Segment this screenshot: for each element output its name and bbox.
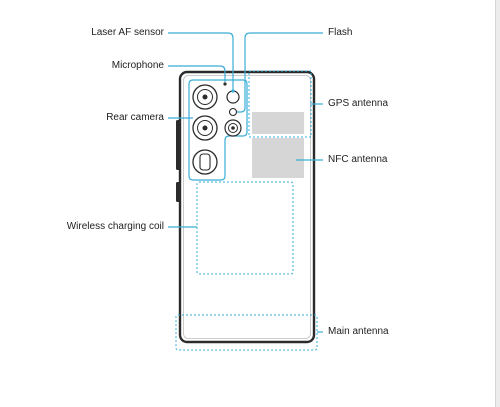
- microphone-leader: [168, 65, 226, 82]
- rear-camera-periscope: [192, 149, 218, 175]
- rear-camera-label: Rear camera: [106, 112, 164, 123]
- gps-antenna-label: GPS antenna: [328, 98, 389, 109]
- nfc-antenna-area: [252, 138, 304, 178]
- nfc-antenna-label: NFC antenna: [328, 154, 388, 165]
- flash-label: Flash: [328, 27, 353, 38]
- camera-bump-outline: [188, 79, 248, 181]
- laser-af-sensor-leader: [168, 32, 234, 91]
- microphone-icon: [223, 82, 227, 86]
- scrollbar[interactable]: [495, 0, 500, 407]
- laser-af-sensor-icon: [226, 90, 240, 104]
- wireless-charging-coil-label: Wireless charging coil: [66, 221, 164, 232]
- flash-icon: [228, 107, 238, 117]
- rear-camera-lens-1: [192, 84, 218, 110]
- rear-camera-lens-2: [192, 115, 218, 141]
- main-antenna-label: Main antenna: [328, 326, 389, 337]
- microphone-label: Microphone: [111, 60, 164, 71]
- flash-leader: [237, 32, 323, 113]
- rear-camera-lens-small: [224, 119, 242, 137]
- laser-af-sensor-leader-dot: [231, 89, 235, 93]
- main-antenna-area: [175, 314, 318, 351]
- wireless-charging-coil-area: [196, 181, 294, 275]
- gps-antenna-area: [252, 112, 304, 134]
- phone-inner-frame: [183, 75, 311, 339]
- laser-af-sensor-label: Laser AF sensor: [91, 27, 164, 38]
